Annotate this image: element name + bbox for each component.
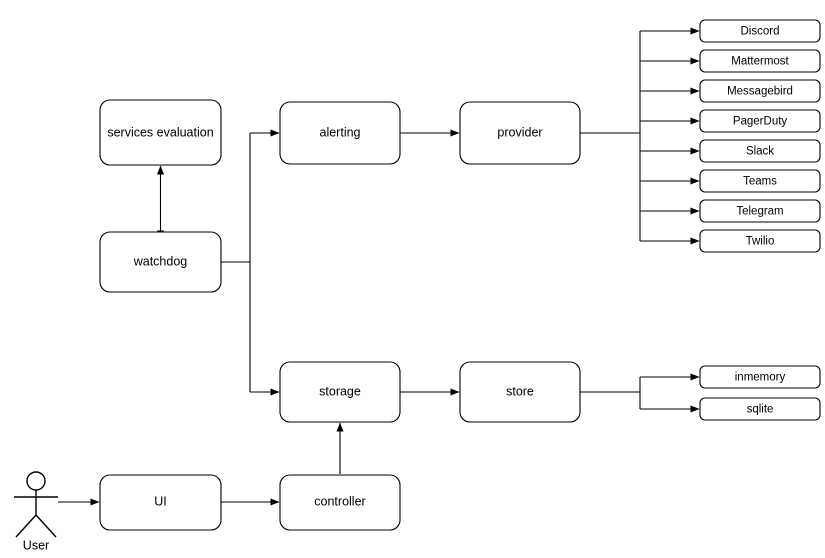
node-messagebird-label: Messagebird [727, 86, 793, 98]
actor-head-icon [26, 471, 46, 491]
node-telegram-label: Telegram [736, 206, 783, 218]
node-discord[interactable]: Discord [699, 19, 821, 43]
node-inmemory-box[interactable] [699, 365, 821, 389]
node-mattermost[interactable]: Mattermost [699, 49, 821, 73]
actor-user: User [14, 471, 58, 552]
node-watchdog-label: watchdog [133, 254, 188, 268]
node-alerting-box[interactable] [279, 101, 401, 165]
node-telegram-box[interactable] [699, 199, 821, 223]
node-controller[interactable]: controller [279, 474, 401, 531]
node-ui[interactable]: UI [99, 474, 222, 531]
node-storage[interactable]: storage [279, 361, 401, 423]
actor-leg-left [15, 514, 37, 538]
node-provider[interactable]: provider [459, 101, 581, 165]
node-store[interactable]: store [459, 361, 581, 423]
node-watchdog[interactable]: watchdog [99, 231, 222, 293]
node-teams[interactable]: Teams [699, 169, 821, 193]
node-ui-box[interactable] [99, 474, 222, 531]
node-services-evaluation-box[interactable] [99, 99, 222, 166]
node-telegram[interactable]: Telegram [699, 199, 821, 223]
node-messagebird-box[interactable] [699, 79, 821, 103]
node-services-evaluation[interactable]: services evaluation [99, 99, 222, 166]
node-mattermost-label: Mattermost [731, 56, 789, 68]
node-messagebird[interactable]: Messagebird [699, 79, 821, 103]
node-pagerduty-label: PagerDuty [733, 116, 788, 128]
node-discord-label: Discord [741, 26, 780, 38]
node-store-box[interactable] [459, 361, 581, 423]
node-sqlite-label: sqlite [747, 404, 774, 416]
node-storage-box[interactable] [279, 361, 401, 423]
node-discord-box[interactable] [699, 19, 821, 43]
node-watchdog-box[interactable] [99, 231, 222, 293]
node-sqlite[interactable]: sqlite [699, 397, 821, 421]
node-slack-box[interactable] [699, 139, 821, 163]
node-storage-label: storage [319, 384, 361, 398]
node-sqlite-box[interactable] [699, 397, 821, 421]
node-mattermost-box[interactable] [699, 49, 821, 73]
actor-user-label: User [23, 538, 49, 552]
node-inmemory-label: inmemory [735, 372, 786, 384]
node-alerting[interactable]: alerting [279, 101, 401, 165]
node-ui-label: UI [154, 494, 167, 508]
node-services-evaluation-label: services evaluation [107, 125, 213, 139]
node-slack[interactable]: Slack [699, 139, 821, 163]
node-store-label: store [506, 384, 534, 398]
node-slack-label: Slack [746, 146, 774, 158]
node-provider-box[interactable] [459, 101, 581, 165]
node-alerting-label: alerting [320, 125, 361, 139]
node-layer: services evaluation watchdog alerting pr… [99, 19, 821, 531]
node-pagerduty[interactable]: PagerDuty [699, 109, 821, 133]
edge-layer [58, 27, 700, 506]
node-pagerduty-box[interactable] [699, 109, 821, 133]
node-controller-box[interactable] [279, 474, 401, 531]
node-twilio[interactable]: Twilio [699, 229, 821, 253]
node-teams-label: Teams [743, 176, 777, 188]
node-inmemory[interactable]: inmemory [699, 365, 821, 389]
node-twilio-box[interactable] [699, 229, 821, 253]
actor-leg-right [35, 514, 57, 538]
node-twilio-label: Twilio [746, 236, 775, 248]
node-teams-box[interactable] [699, 169, 821, 193]
node-provider-label: provider [497, 125, 542, 139]
node-controller-label: controller [314, 494, 365, 508]
